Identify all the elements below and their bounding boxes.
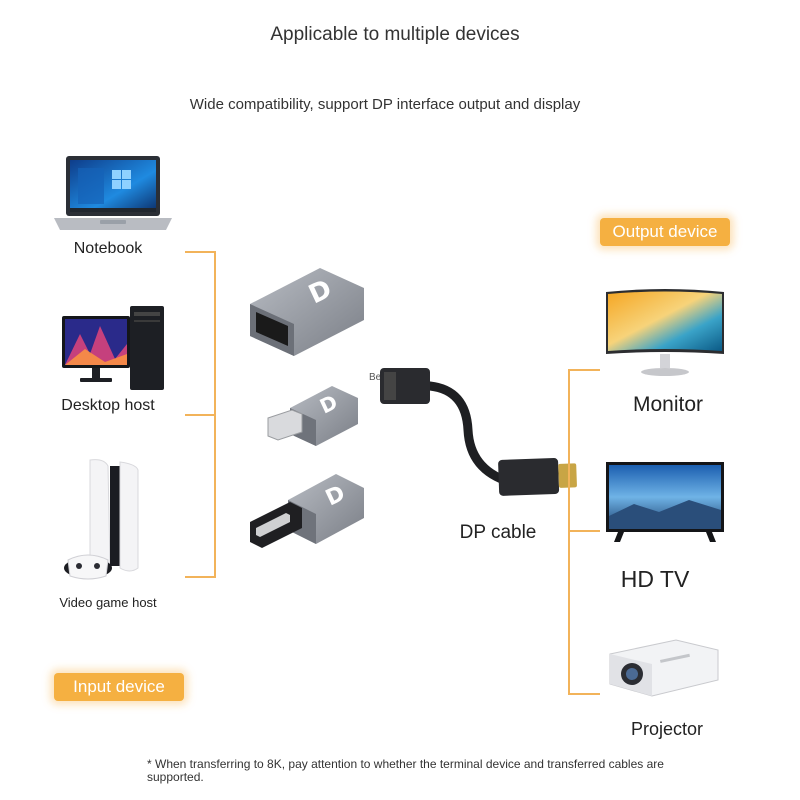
monitor-icon [604, 288, 726, 380]
output-bracket-bottom [568, 693, 600, 695]
cable-label: DP cable [459, 522, 537, 543]
desktop-computer-icon [60, 304, 170, 394]
laptop-icon [52, 154, 174, 234]
input-bracket-bottom [185, 576, 216, 578]
page-subtitle: Wide compatibility, support DP interface… [189, 96, 581, 113]
dp-cable-icon [380, 360, 580, 510]
page-title: Applicable to multiple devices [270, 24, 520, 45]
footnote: * When transferring to 8K, pay attention… [147, 757, 664, 784]
output-bracket-middle [568, 530, 600, 532]
projector-icon [606, 634, 722, 700]
device-label-projector: Projector [630, 719, 704, 739]
output-bracket-top [568, 369, 600, 371]
tv-icon [604, 460, 726, 544]
device-label-desktop-host: Desktop host [61, 397, 155, 414]
input-bracket-top [185, 251, 216, 253]
device-label-hd-tv: HD TV [620, 566, 690, 592]
output-device-tag: Output device [600, 218, 730, 246]
input-device-tag: Input device [54, 673, 184, 701]
game-console-icon [60, 456, 160, 586]
mini-dp-adapter-icon: D [262, 378, 362, 452]
input-bracket-middle [185, 414, 216, 416]
dp-male-adapter-icon: D [246, 466, 370, 556]
output-bracket-vertical [568, 369, 570, 695]
device-label-notebook: Notebook [73, 240, 143, 257]
device-label-monitor: Monitor [632, 393, 704, 416]
device-label-video-game-host: Video game host [59, 595, 157, 610]
dp-female-adapter-icon: D [240, 262, 370, 362]
